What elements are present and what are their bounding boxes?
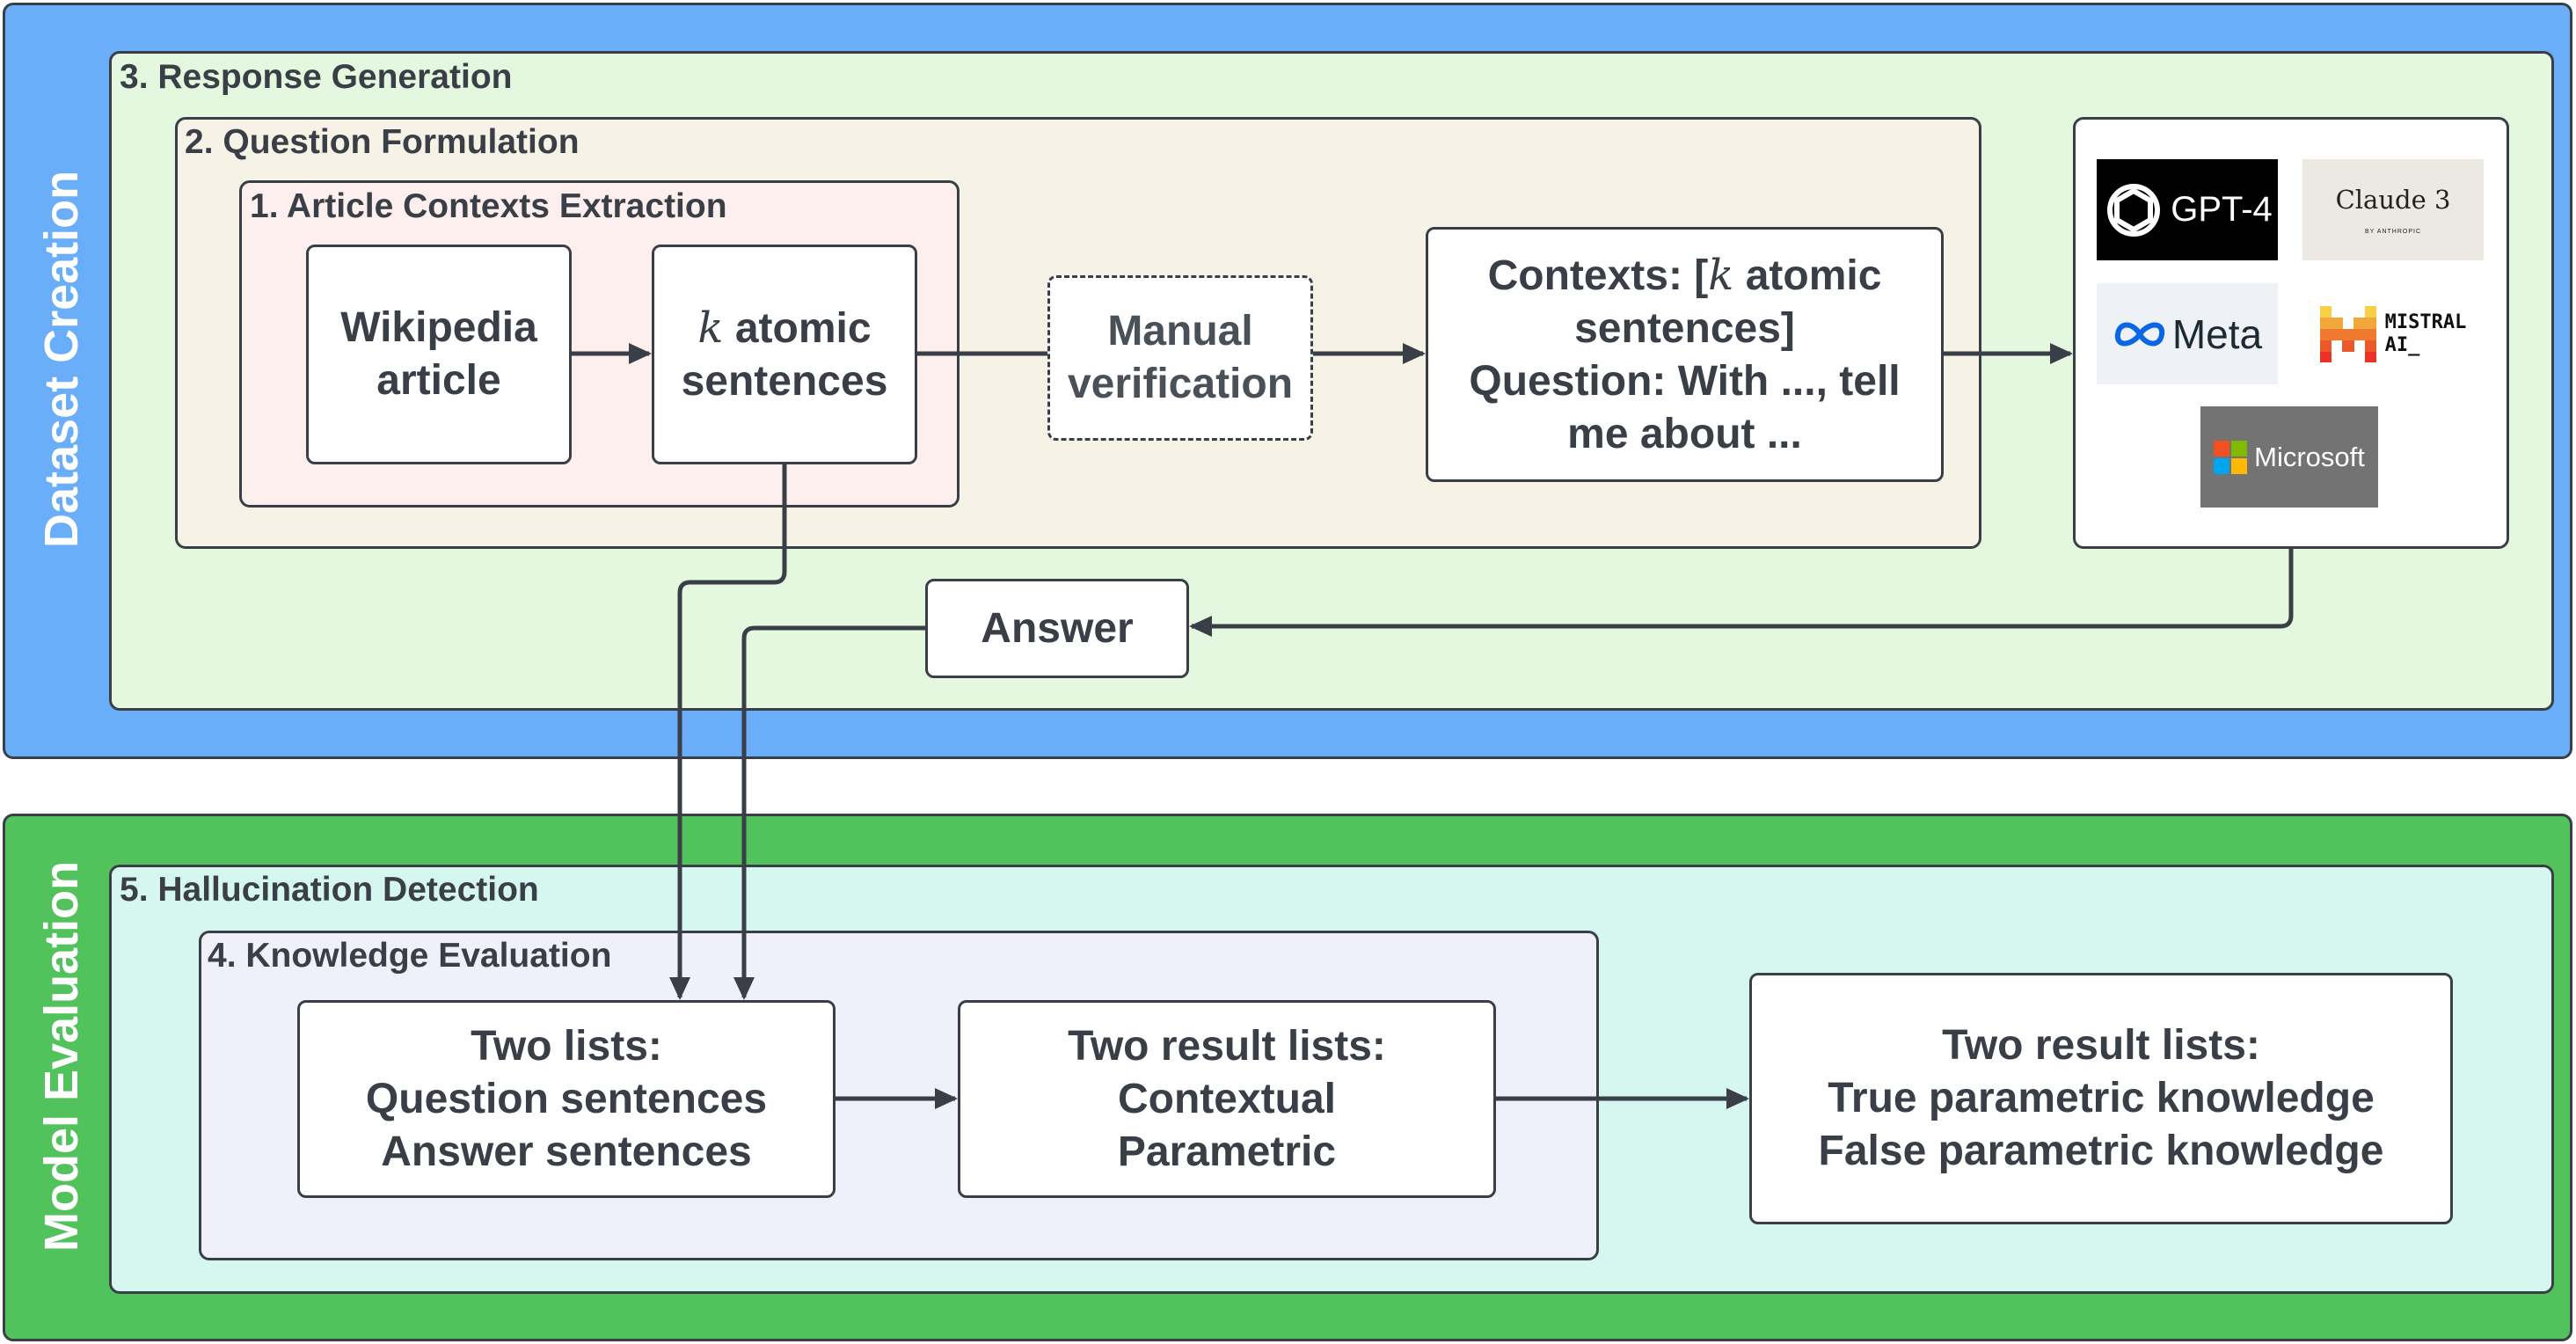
gpt4-label: GPT-4 — [2171, 190, 2273, 229]
mistral-label-line1: MISTRAL — [2384, 310, 2467, 333]
microsoft-label: Microsoft — [2254, 441, 2365, 472]
result-lists-line1: Two result lists: — [1068, 1022, 1386, 1070]
mistral-icon — [2319, 305, 2376, 362]
knowledge-evaluation-title: 4. Knowledge Evaluation — [208, 937, 612, 975]
manual-verification-line1: Manual — [1107, 308, 1253, 354]
manual-verification-line2: verification — [1067, 361, 1294, 407]
meta-infinity-icon — [2114, 322, 2164, 346]
result-lists-line2: Contextual — [1117, 1075, 1336, 1122]
atomic-sentences-line1: atomic — [723, 304, 872, 352]
contexts-prefix: Contexts: [ — [1487, 252, 1709, 299]
dataset-creation-label: Dataset Creation — [35, 170, 88, 548]
two-lists-line3: Answer sentences — [381, 1128, 752, 1175]
microsoft-windows-icon — [2214, 440, 2248, 474]
answer-node: Answer — [925, 579, 1189, 678]
model-evaluation-label: Model Evaluation — [35, 860, 88, 1252]
wikipedia-article-line1: Wikipedia — [340, 304, 537, 351]
final-lists-line2: True parametric knowledge — [1828, 1075, 2375, 1121]
mistral-label-line2: AI_ — [2384, 333, 2420, 356]
two-lists-line1: Two lists: — [471, 1022, 662, 1070]
mistral-logo: MISTRAL AI_ — [2302, 283, 2484, 384]
result-lists-line3: Parametric — [1117, 1128, 1337, 1175]
contexts-suffix: atomic — [1733, 252, 1882, 299]
wikipedia-article-node: Wikipedia article — [306, 245, 572, 464]
true-false-knowledge-node: Two result lists: True parametric knowled… — [1749, 973, 2453, 1224]
meta-label: Meta — [2171, 310, 2263, 357]
atomic-sentences-line2: sentences — [681, 357, 888, 405]
gpt4-logo: GPT-4 — [2097, 159, 2278, 260]
hallucination-detection-title: 5. Hallucination Detection — [120, 871, 539, 909]
claude-logo: Claude 3 BY ANTHROPIC — [2302, 159, 2484, 260]
article-extraction-title: 1. Article Contexts Extraction — [250, 187, 727, 225]
contexts-line2: sentences] — [1574, 304, 1795, 352]
two-lists-line2: Question sentences — [365, 1075, 768, 1122]
microsoft-logo: Microsoft — [2200, 406, 2378, 508]
contexts-k-variable: k — [1708, 250, 1734, 300]
question-line1: Question: With ..., tell — [1469, 357, 1901, 405]
k-variable: k — [697, 303, 724, 353]
final-lists-line3: False parametric knowledge — [1818, 1128, 2384, 1174]
question-line2: me about ... — [1567, 410, 1802, 457]
answer-label: Answer — [981, 604, 1134, 652]
wikipedia-article-line2: article — [376, 357, 501, 404]
meta-logo: Meta — [2097, 283, 2278, 384]
openai-icon — [2107, 183, 2161, 237]
claude-label: Claude 3 — [2335, 185, 2451, 215]
final-lists-line1: Two result lists: — [1942, 1022, 2260, 1069]
atomic-sentences-node: k atomic sentences — [652, 245, 917, 464]
response-generation-title: 3. Response Generation — [120, 58, 513, 96]
claude-sublabel: BY ANTHROPIC — [2365, 229, 2421, 235]
contexts-question-node: Contexts: [k atomic sentences] Question: W… — [1426, 227, 1944, 482]
manual-verification-node: Manual verification — [1047, 275, 1313, 441]
question-formulation-title: 2. Question Formulation — [185, 123, 580, 161]
